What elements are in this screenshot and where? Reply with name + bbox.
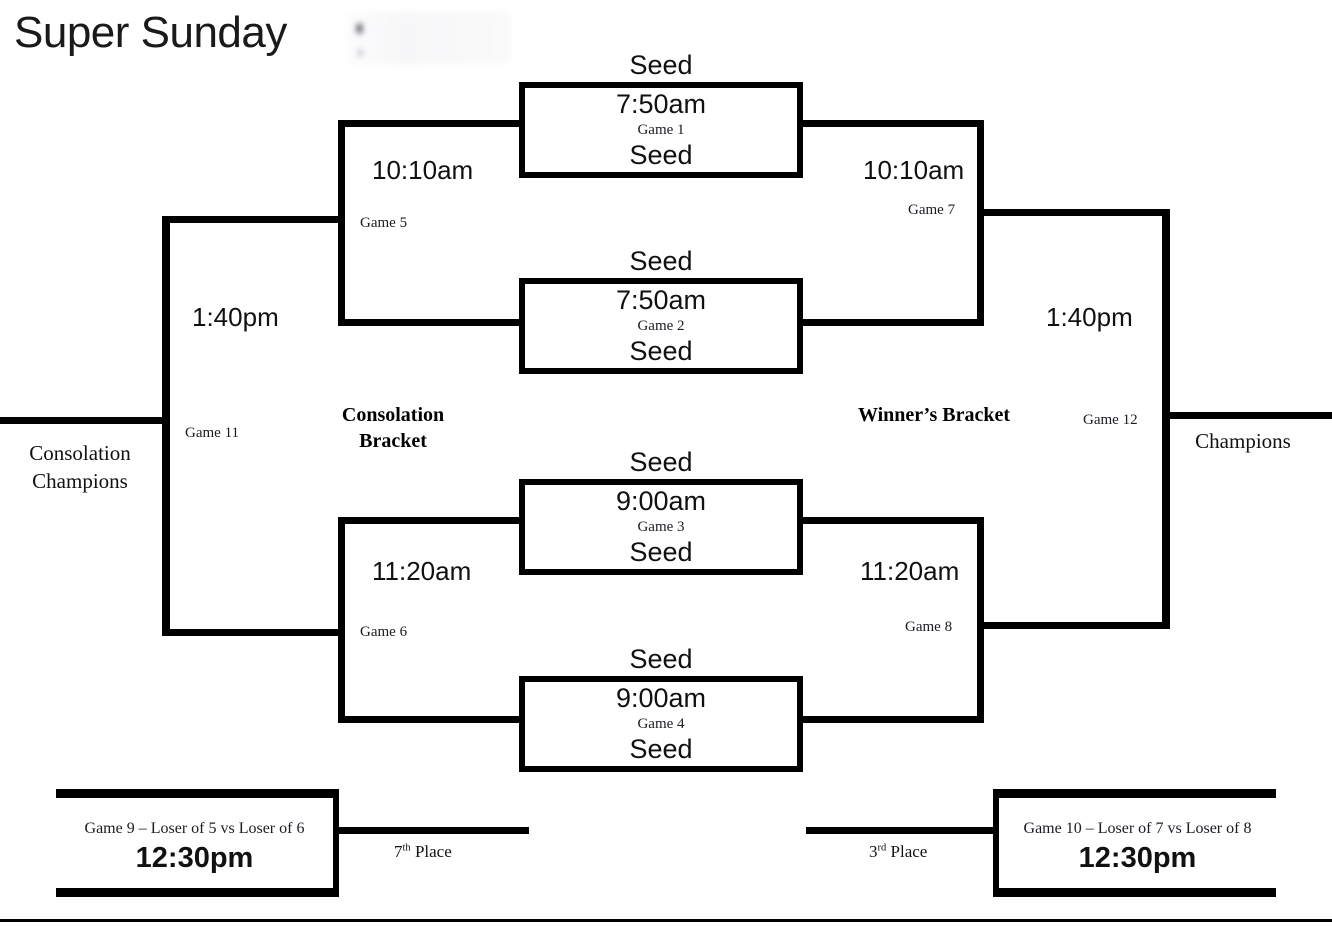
game6-label: Game 6 bbox=[360, 624, 408, 640]
game6-spine bbox=[338, 517, 345, 723]
game7-bottom-connector bbox=[799, 319, 984, 326]
game4-label: Game 4 bbox=[637, 716, 685, 732]
game2-seed-bottom-label: Seed bbox=[629, 336, 693, 366]
game3-seed-top-label: Seed bbox=[629, 447, 693, 477]
game4-box[interactable]: 9:00am Game 4 Seed bbox=[519, 676, 803, 772]
game2-time: 7:50am bbox=[615, 285, 707, 315]
seventh-place-word: Place bbox=[410, 842, 452, 861]
game4-time: 9:00am bbox=[615, 683, 707, 713]
game10-time: 12:30pm bbox=[1078, 842, 1197, 874]
game3-box[interactable]: 9:00am Game 3 Seed bbox=[519, 479, 803, 575]
game8-output-line bbox=[981, 622, 1166, 629]
game3-time: 9:00am bbox=[615, 486, 707, 516]
game5-label: Game 5 bbox=[360, 215, 408, 231]
game9-output-line bbox=[335, 827, 529, 834]
game2-box[interactable]: 7:50am Game 2 Seed bbox=[519, 278, 803, 374]
game8-spine bbox=[977, 517, 984, 723]
game12-spine bbox=[1162, 209, 1170, 629]
game12-output-line bbox=[1166, 412, 1332, 419]
game10-description: Game 10 – Loser of 7 vs Loser of 8 bbox=[1023, 820, 1252, 837]
game8-bottom-connector bbox=[799, 716, 984, 723]
game6-bottom-connector bbox=[338, 716, 523, 723]
game11-time: 1:40pm bbox=[192, 302, 279, 332]
game8-label: Game 8 bbox=[905, 619, 953, 635]
game11-spine bbox=[162, 216, 170, 636]
game10-box[interactable]: Game 10 – Loser of 7 vs Loser of 8 12:30… bbox=[993, 789, 1276, 897]
game6-time: 11:20am bbox=[372, 556, 472, 586]
title-redacted-region bbox=[343, 12, 511, 64]
third-place-word: Place bbox=[886, 842, 928, 861]
game2-seed-top-label: Seed bbox=[629, 246, 693, 276]
game5-output-line bbox=[162, 216, 342, 223]
game6-output-line bbox=[162, 629, 342, 636]
third-place-label: 3rd Place bbox=[869, 842, 927, 862]
game1-seed-top-label: Seed bbox=[629, 50, 693, 80]
page-title: Super Sunday bbox=[14, 8, 287, 57]
game7-output-line bbox=[981, 209, 1166, 216]
game7-label: Game 7 bbox=[908, 202, 956, 218]
game12-label: Game 12 bbox=[1083, 412, 1138, 428]
game7-spine bbox=[977, 120, 984, 326]
game7-time: 10:10am bbox=[863, 155, 965, 185]
game5-bottom-connector bbox=[338, 319, 523, 326]
seventh-place-label: 7th Place bbox=[394, 842, 452, 862]
game1-box[interactable]: 7:50am Game 1 Seed bbox=[519, 82, 803, 178]
winners-bracket-heading: Winner’s Bracket bbox=[857, 404, 1010, 426]
game12-time: 1:40pm bbox=[1046, 302, 1133, 332]
game3-seed-bottom-label: Seed bbox=[629, 537, 693, 567]
game11-output-line bbox=[0, 417, 170, 424]
game4-seed-bottom-label: Seed bbox=[629, 734, 693, 764]
game10-output-line bbox=[806, 827, 997, 834]
seventh-place-ordinal: th bbox=[402, 842, 411, 854]
game9-box[interactable]: Game 9 – Loser of 5 vs Loser of 6 12:30p… bbox=[56, 789, 339, 897]
game6-top-connector bbox=[338, 517, 523, 524]
third-place-ordinal: rd bbox=[877, 842, 887, 854]
consolation-champions-label: Consolation Champions bbox=[29, 441, 131, 493]
game5-top-connector bbox=[338, 120, 523, 127]
game2-label: Game 2 bbox=[637, 318, 685, 334]
game9-time: 12:30pm bbox=[135, 842, 254, 874]
third-place-number: 3 bbox=[869, 842, 878, 861]
footer-divider bbox=[0, 919, 1332, 922]
game5-time: 10:10am bbox=[372, 155, 474, 185]
game5-spine bbox=[338, 120, 345, 326]
game1-label: Game 1 bbox=[637, 122, 685, 138]
game3-label: Game 3 bbox=[637, 519, 685, 535]
game8-time: 11:20am bbox=[860, 556, 960, 586]
game7-top-connector bbox=[799, 120, 984, 127]
game8-top-connector bbox=[799, 517, 984, 524]
seventh-place-number: 7 bbox=[394, 842, 403, 861]
game1-time: 7:50am bbox=[615, 89, 707, 119]
game4-seed-top-label: Seed bbox=[629, 644, 693, 674]
consolation-bracket-heading: Consolation Bracket bbox=[341, 404, 445, 452]
game9-description: Game 9 – Loser of 5 vs Loser of 6 bbox=[84, 820, 305, 837]
game11-label: Game 11 bbox=[185, 425, 240, 441]
game1-seed-bottom-label: Seed bbox=[629, 140, 693, 170]
champions-label: Champions bbox=[1195, 429, 1291, 453]
